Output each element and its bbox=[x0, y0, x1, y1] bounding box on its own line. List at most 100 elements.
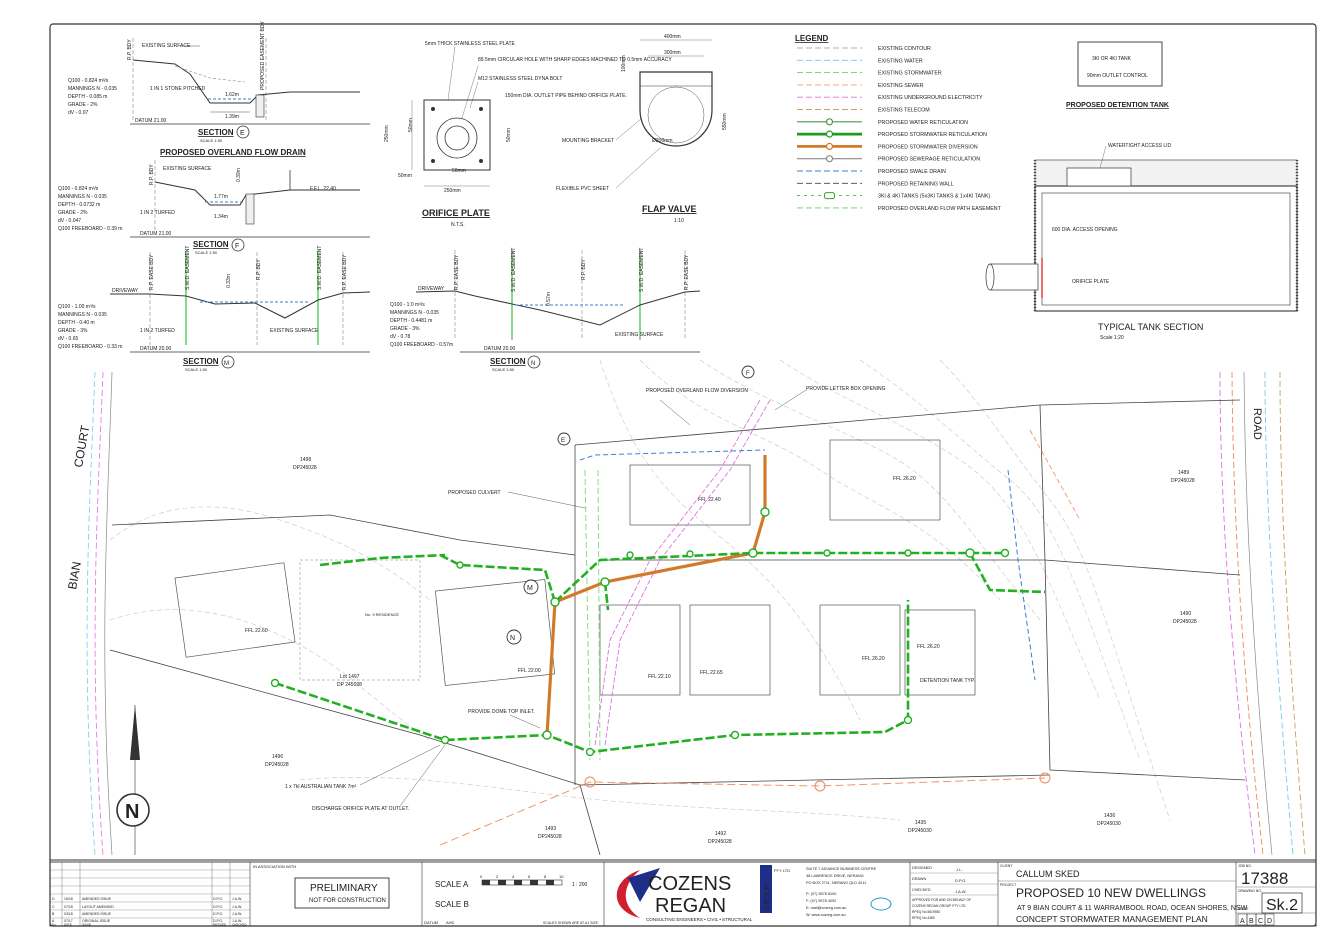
company-address: SUITE 7 ADVANCE BUSINESS CENTRE 38 LAWRE… bbox=[806, 867, 892, 917]
legend-row: PROPOSED STORMWATER RETICULATION bbox=[797, 130, 987, 138]
callout-overland: PROPOSED OVERLAND FLOW DIVERSION bbox=[646, 388, 748, 394]
svg-text:E: mail@cozreg.com.au: E: mail@cozreg.com.au bbox=[806, 906, 846, 910]
svg-text:No. 9 RESIDENCE: No. 9 RESIDENCE bbox=[365, 612, 399, 617]
svg-text:FFL 26.20: FFL 26.20 bbox=[917, 644, 940, 650]
section-f-rp-bdy: R.P. BDY bbox=[149, 164, 155, 185]
not-construction-label: NOT FOR CONSTRUCTION bbox=[309, 898, 386, 904]
issue-boxes: A B C D bbox=[1237, 913, 1275, 926]
svg-text:COZENS REGAN GROUP PTY LTD: COZENS REGAN GROUP PTY LTD bbox=[912, 904, 966, 908]
lot-labels: 1498 DP245028 1489 DP245028 1490 DP24502… bbox=[265, 457, 1197, 845]
logo-cozens: COZENS bbox=[648, 873, 731, 895]
svg-text:ISSUE: ISSUE bbox=[1238, 907, 1249, 911]
svg-text:0: 0 bbox=[480, 874, 483, 879]
svg-text:J.L.: J.L. bbox=[956, 867, 962, 872]
svg-text:A: A bbox=[52, 919, 55, 923]
legend-row: EXISTING WATER bbox=[797, 58, 923, 64]
section-n-dim: 0.57m bbox=[546, 292, 552, 306]
svg-text:C: C bbox=[52, 905, 55, 909]
svg-text:J.A.W.: J.A.W. bbox=[232, 905, 242, 909]
callout-orifice: DISCHARGE ORIFICE PLATE AT OUTLET. bbox=[312, 806, 409, 812]
svg-text:03/18: 03/18 bbox=[64, 912, 73, 916]
section-e-scale: SCALE 1:50 bbox=[200, 138, 223, 143]
svg-text:4: 4 bbox=[512, 874, 515, 879]
section-m-scale: SCALE 1:50 bbox=[185, 367, 208, 372]
svg-text:RPEQ No.5619930: RPEQ No.5619930 bbox=[912, 910, 940, 914]
svg-text:38 LAWRENCE DRIVE, NERANG: 38 LAWRENCE DRIVE, NERANG bbox=[806, 874, 864, 878]
callout-culvert: PROPOSED CULVERT bbox=[448, 490, 501, 496]
legend-row: EXISTING TELECOM bbox=[797, 108, 930, 114]
section-e-notes: Q100 - 0.824 m³/s MANNINGS N - 0.035 DEP… bbox=[68, 78, 117, 116]
section-e-datum: DATUM 21.00 bbox=[135, 118, 167, 124]
svg-text:DP245028: DP245028 bbox=[1171, 478, 1195, 484]
section-e-rp-bdy: R.P. BDY bbox=[127, 39, 133, 60]
legend-label: PROPOSED SWALE DRAIN bbox=[878, 169, 946, 175]
legend-row: PROPOSED OVERLAND FLOW PATH EASEMENT bbox=[797, 206, 1002, 212]
svg-text:DP245028: DP245028 bbox=[708, 839, 732, 845]
stormwater-diversion bbox=[545, 455, 767, 736]
orifice-plate-outline bbox=[423, 99, 491, 171]
legend-label: PROPOSED RETAINING WALL bbox=[878, 181, 954, 187]
svg-text:AMENDED ISSUE: AMENDED ISSUE bbox=[82, 897, 112, 901]
svg-text:DEPTH - 0.0732 m: DEPTH - 0.0732 m bbox=[58, 202, 100, 208]
section-m-slope: 1 IN 2 TURFED bbox=[140, 328, 175, 334]
detention-opening: 600 DIA. ACCESS OPENING bbox=[1052, 227, 1118, 233]
legend-row: PROPOSED RETAINING WALL bbox=[797, 181, 954, 187]
legend-row: PROPOSED STORMWATER DIVERSION bbox=[797, 142, 978, 150]
section-m: DRIVEWAY R.P. EASE BDY S.W.D. EASEMENT R… bbox=[58, 246, 371, 372]
legend-label: PROPOSED STORMWATER RETICULATION bbox=[878, 132, 987, 138]
svg-text:50mm: 50mm bbox=[506, 128, 512, 142]
datum-value: AHD bbox=[446, 920, 455, 925]
svg-text:GRADE - 2%: GRADE - 2% bbox=[68, 102, 98, 108]
legend-row: EXISTING UNDERGROUND ELECTRICITY bbox=[797, 95, 983, 101]
section-n-datum: DATUM 20.00 bbox=[484, 346, 516, 352]
section-m-driveway: DRIVEWAY bbox=[112, 288, 139, 294]
svg-text:PO BOX 2711, NERANG QLD 4211: PO BOX 2711, NERANG QLD 4211 bbox=[806, 881, 866, 885]
detention-tank-label: 3Kl OR 4Kl TANK bbox=[1092, 56, 1132, 62]
orifice-plate-detail: 5mm THICK STAINLESS STEEL PLATE 89.5mm C… bbox=[384, 41, 672, 228]
flap-valve-detail: 400mm 300mm 100mm 550mm Ø200mm MOUNTING … bbox=[556, 34, 728, 224]
existing-electricity bbox=[594, 399, 771, 746]
section-m-existing-surface: EXISTING SURFACE bbox=[270, 328, 319, 334]
svg-text:A: A bbox=[1240, 918, 1245, 925]
svg-text:E: E bbox=[240, 130, 245, 137]
tank-section-title: TYPICAL TANK SECTION bbox=[1098, 322, 1203, 332]
section-n: DRIVEWAY R.P. EASE BDY S.W.D. EASEMENT R… bbox=[390, 248, 701, 372]
svg-text:DRAWING NO.: DRAWING NO. bbox=[1238, 889, 1262, 893]
project-title: PROPOSED 10 NEW DWELLINGS bbox=[1016, 886, 1206, 900]
bian-court-road: COURT BIAN bbox=[65, 371, 113, 856]
sheet-border bbox=[49, 23, 1317, 927]
legend-node bbox=[825, 130, 834, 138]
svg-text:FFL 26.20: FFL 26.20 bbox=[893, 476, 916, 482]
legend-row: EXISTING SEWER bbox=[797, 83, 924, 89]
svg-text:MANNINGS N - 0.035: MANNINGS N - 0.035 bbox=[58, 312, 107, 318]
svg-text:J.A.W.: J.A.W. bbox=[955, 889, 967, 894]
legend-title: LEGEND bbox=[795, 34, 829, 43]
legend-label: EXISTING UNDERGROUND ELECTRICITY bbox=[878, 95, 983, 101]
logo-pty: PTY LTD bbox=[774, 868, 790, 873]
svg-text:No.: No. bbox=[52, 923, 57, 927]
svg-text:D: D bbox=[1267, 918, 1272, 925]
orifice-plate-title: ORIFICE PLATE bbox=[422, 208, 490, 218]
scale-ratio: 1 : 200 bbox=[572, 882, 588, 888]
svg-text:DEPTH - 0.40 m: DEPTH - 0.40 m bbox=[58, 320, 95, 326]
legend-label: EXISTING STORMWATER bbox=[878, 71, 942, 77]
svg-text:Q100 - 1.00 m³/s: Q100 - 1.00 m³/s bbox=[58, 304, 96, 310]
legend-label: PROPOSED OVERLAND FLOW PATH EASEMENT bbox=[878, 206, 1002, 212]
legend-label: EXISTING WATER bbox=[878, 58, 923, 64]
svg-text:FFL 22.00: FFL 22.00 bbox=[518, 668, 541, 674]
section-f-existing-surface: EXISTING SURFACE bbox=[163, 166, 212, 172]
svg-text:CLIENT: CLIENT bbox=[1000, 864, 1013, 868]
svg-text:JOB NO.: JOB NO. bbox=[1238, 864, 1252, 868]
svg-text:B: B bbox=[1249, 918, 1254, 925]
legend-label: PROPOSED WATER RETICULATION bbox=[878, 120, 968, 126]
section-f-scale: SCALE 1:50 bbox=[195, 250, 218, 255]
in-association: IN ASSOCIATION WITH bbox=[253, 864, 296, 869]
job-number: 17388 bbox=[1241, 869, 1288, 888]
svg-text:07/18: 07/18 bbox=[64, 905, 73, 909]
svg-text:1496: 1496 bbox=[272, 754, 283, 760]
detention-orifice: ORIFICE PLATE bbox=[1072, 279, 1110, 285]
svg-text:Q100 FREEBOARD - 0.33 m: Q100 FREEBOARD - 0.33 m bbox=[58, 344, 122, 350]
section-f-notes: Q100 - 0.824 m³/s MANNINGS N - 0.035 DEP… bbox=[58, 186, 122, 232]
section-n-scale: SCALE 1:50 bbox=[492, 367, 515, 372]
